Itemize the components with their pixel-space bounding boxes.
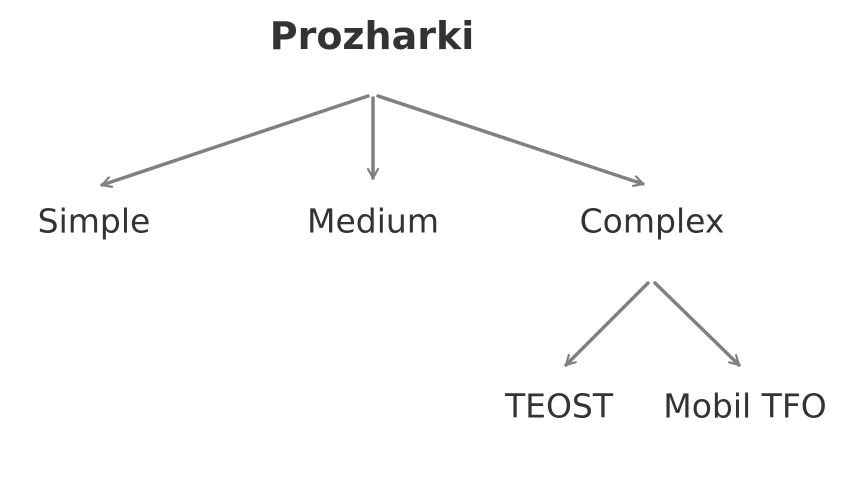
edge-complex-to-mobil — [653, 281, 741, 367]
edge-complex-to-teost — [564, 281, 650, 367]
edge-root-to-simple — [100, 94, 370, 185]
edge-root-to-complex — [376, 94, 645, 184]
node-mobil-tfo: Mobil TFO — [663, 386, 827, 426]
node-medium: Medium — [307, 201, 439, 241]
node-simple: Simple — [37, 201, 151, 241]
node-root: Prozharki — [269, 14, 475, 58]
node-complex: Complex — [579, 201, 725, 241]
node-teost: TEOST — [504, 386, 614, 426]
